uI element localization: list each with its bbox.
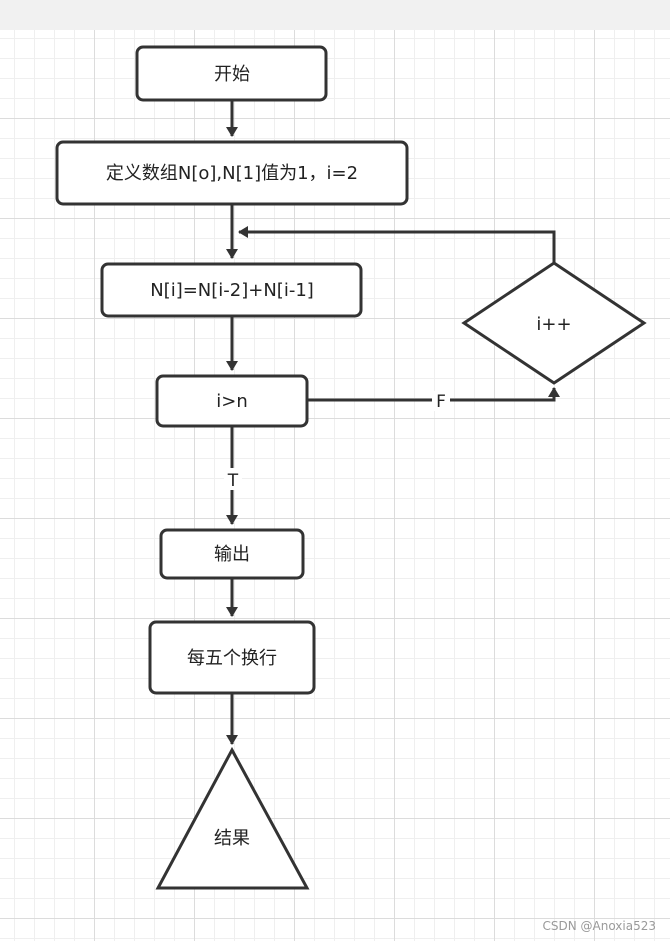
false-branch-label: F xyxy=(436,392,446,412)
edge-condition-to-increment xyxy=(307,387,560,402)
node-wrap[interactable]: 每五个换行 xyxy=(148,620,316,695)
edges xyxy=(226,100,560,745)
node-condition[interactable]: i>n xyxy=(155,374,309,428)
node-increment[interactable]: i++ xyxy=(461,261,647,385)
edge-labels: F T xyxy=(224,391,450,491)
node-increment-label: i++ xyxy=(536,314,571,335)
node-start-label: 开始 xyxy=(214,64,250,85)
node-result[interactable]: 结果 xyxy=(155,746,310,890)
node-start[interactable]: 开始 xyxy=(135,45,328,102)
edge-increment-to-compute xyxy=(238,226,556,263)
node-define-label: 定义数组N[o],N[1]值为1，i=2 xyxy=(106,163,358,184)
node-compute-label: N[i]=N[i-2]+N[i-1] xyxy=(150,280,314,301)
true-branch-label: T xyxy=(227,471,239,491)
node-output-label: 输出 xyxy=(214,544,250,565)
node-wrap-label: 每五个换行 xyxy=(187,648,277,669)
top-bar xyxy=(0,0,670,30)
node-define[interactable]: 定义数组N[o],N[1]值为1，i=2 xyxy=(55,140,409,206)
watermark: CSDN @Anoxia523 xyxy=(542,919,656,933)
node-result-label: 结果 xyxy=(214,828,250,849)
node-output[interactable]: 输出 xyxy=(159,528,305,580)
node-condition-label: i>n xyxy=(216,391,248,412)
node-compute[interactable]: N[i]=N[i-2]+N[i-1] xyxy=(100,262,363,318)
